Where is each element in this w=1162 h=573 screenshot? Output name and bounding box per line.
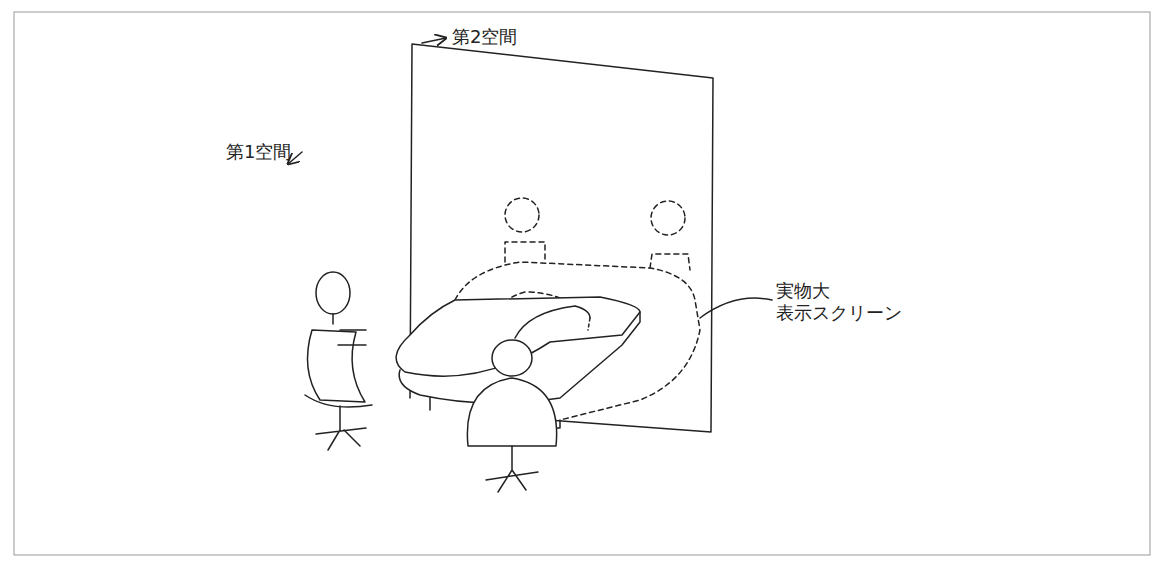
table-top bbox=[396, 297, 640, 376]
chair-seat bbox=[305, 395, 372, 407]
chair-base bbox=[486, 446, 538, 492]
frame-border bbox=[14, 12, 1150, 555]
virtual-person-head bbox=[505, 198, 539, 232]
person-head bbox=[492, 340, 532, 376]
space-label: 第2空間 bbox=[452, 26, 532, 48]
space-label: 第1空間 bbox=[226, 141, 306, 163]
table-cutout bbox=[588, 318, 590, 330]
person-neck bbox=[332, 314, 334, 324]
chair-back bbox=[308, 330, 366, 402]
virtual-person-body bbox=[505, 242, 545, 262]
chair-back bbox=[467, 378, 556, 446]
table-cutout bbox=[515, 306, 590, 338]
screen-label: 実物大 表示スクリーン bbox=[776, 280, 916, 324]
leader-line bbox=[700, 298, 772, 318]
person-head bbox=[316, 272, 350, 314]
person-arm bbox=[338, 330, 366, 345]
virtual-person-head bbox=[651, 201, 685, 235]
virtual-person-body bbox=[650, 254, 690, 270]
chair-base bbox=[316, 406, 366, 450]
direction-arrow bbox=[422, 38, 446, 43]
